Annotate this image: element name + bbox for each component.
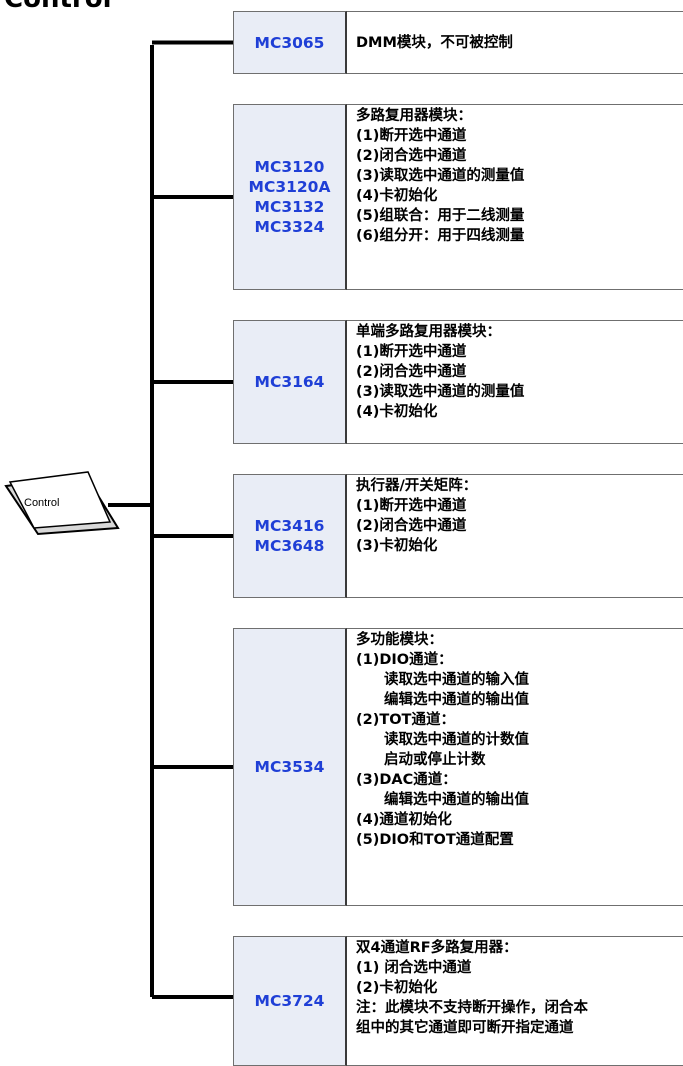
- description-line: (1)断开选中通道: [356, 498, 467, 514]
- description-cell: 执行器/开关矩阵： (1)断开选中通道 (2)闭合选中通道 (3)卡初始化: [347, 474, 683, 598]
- model-name: MC3132: [254, 198, 325, 216]
- description-line: (1)DIO通道：: [356, 652, 453, 668]
- description-line: 多路复用器模块：: [356, 108, 472, 124]
- description-line: 单端多路复用器模块：: [356, 324, 501, 340]
- model-name: MC3120A: [248, 178, 331, 196]
- model-name: MC3724: [254, 992, 325, 1010]
- description-line: (1) 闭合选中通道: [356, 960, 472, 976]
- model-name: MC3648: [254, 537, 325, 555]
- description-line: (6)组分开：用于四线测量: [356, 228, 525, 244]
- model-cell: MC3724: [233, 936, 347, 1066]
- description-line: (2)卡初始化: [356, 980, 438, 996]
- description-line: (2)闭合选中通道: [356, 364, 467, 380]
- model-cell: MC3164: [233, 320, 347, 444]
- description-cell: DMM模块，不可被控制: [347, 11, 683, 74]
- control-node[interactable]: Control: [4, 471, 120, 536]
- description-line: (4)卡初始化: [356, 188, 438, 204]
- model-name: MC3324: [254, 218, 325, 236]
- model-name: MC3120: [254, 158, 325, 176]
- description-line: 编辑选中通道的输出值: [384, 692, 529, 708]
- page-title: Control: [4, 0, 111, 14]
- model-name: MC3164: [254, 373, 325, 391]
- description-line: (2)闭合选中通道: [356, 148, 467, 164]
- module-row: MC3724 双4通道RF多路复用器： (1) 闭合选中通道 (2)卡初始化注：此模块…: [233, 936, 683, 1066]
- description-cell: 多路复用器模块： (1)断开选中通道 (2)闭合选中通道 (3)读取选中通道的测量值 (…: [347, 104, 683, 290]
- description-line: (2)TOT通道：: [356, 712, 455, 728]
- description-cell: 双4通道RF多路复用器： (1) 闭合选中通道 (2)卡初始化注：此模块不支持断开操…: [347, 936, 683, 1066]
- description-line: 编辑选中通道的输出值: [384, 792, 529, 808]
- description-line: 双4通道RF多路复用器：: [356, 940, 518, 956]
- module-row: MC3065 DMM模块，不可被控制: [233, 11, 683, 74]
- description-line: 注：此模块不支持断开操作，闭合本: [356, 1000, 588, 1016]
- description-line: 启动或停止计数: [384, 752, 486, 768]
- description-cell: 单端多路复用器模块： (1)断开选中通道 (2)闭合选中通道 (3)读取选中通道的测量…: [347, 320, 683, 444]
- description-line: 组中的其它通道即可断开指定通道: [356, 1020, 574, 1036]
- description-line: (3)读取选中通道的测量值: [356, 384, 525, 400]
- description-line: 多功能模块：: [356, 632, 443, 648]
- description-line: (5)组联合：用于二线测量: [356, 208, 525, 224]
- description-line: 读取选中通道的输入值: [384, 672, 529, 688]
- description-line: (4)卡初始化: [356, 404, 438, 420]
- model-name: MC3416: [254, 517, 325, 535]
- control-node-label: Control: [24, 497, 59, 509]
- model-cell: MC3065: [233, 11, 347, 74]
- branch-lines: [152, 40, 233, 999]
- description-line: 读取选中通道的计数值: [384, 732, 529, 748]
- description-line: DMM模块，不可被控制: [356, 35, 513, 51]
- description-line: (1)断开选中通道: [356, 128, 467, 144]
- description-line: (3)读取选中通道的测量值: [356, 168, 525, 184]
- description-line: (4)通道初始化: [356, 812, 452, 828]
- description-line: (3)卡初始化: [356, 538, 438, 554]
- description-line: (2)闭合选中通道: [356, 518, 467, 534]
- model-name: MC3534: [254, 758, 325, 776]
- description-line: (3)DAC通道：: [356, 772, 457, 788]
- description-cell: 多功能模块： (1)DIO通道： 读取选中通道的输入值编辑选中通道的输出值 (2)TO…: [347, 628, 683, 906]
- module-row: MC3534 多功能模块： (1)DIO通道： 读取选中通道的输入值编辑选中通道的输出…: [233, 628, 683, 906]
- description-line: 执行器/开关矩阵：: [356, 478, 478, 494]
- description-line: (5)DIO和TOT通道配置: [356, 832, 514, 848]
- model-name: MC3065: [254, 33, 325, 52]
- description-line: (1)断开选中通道: [356, 344, 467, 360]
- model-cell: MC3534: [233, 628, 347, 906]
- module-row: MC3164 单端多路复用器模块： (1)断开选中通道 (2)闭合选中通道 (3)读取选…: [233, 320, 683, 444]
